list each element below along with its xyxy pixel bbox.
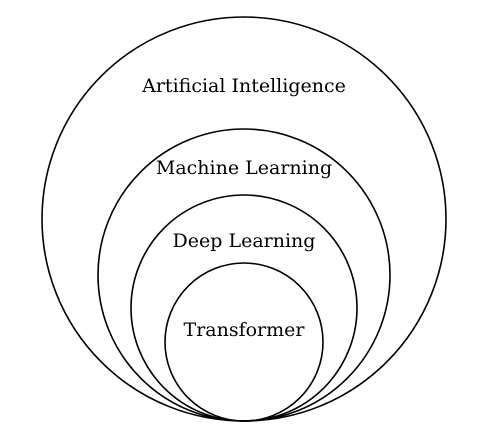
circle-deep-learning [130, 194, 358, 422]
label-deep-learning: Deep Learning [173, 230, 316, 252]
label-machine-learning: Machine Learning [156, 157, 332, 179]
circle-transformer [164, 262, 324, 422]
label-transformer: Transformer [184, 319, 306, 341]
label-artificial-intelligence: Artificial Intelligence [141, 75, 346, 97]
